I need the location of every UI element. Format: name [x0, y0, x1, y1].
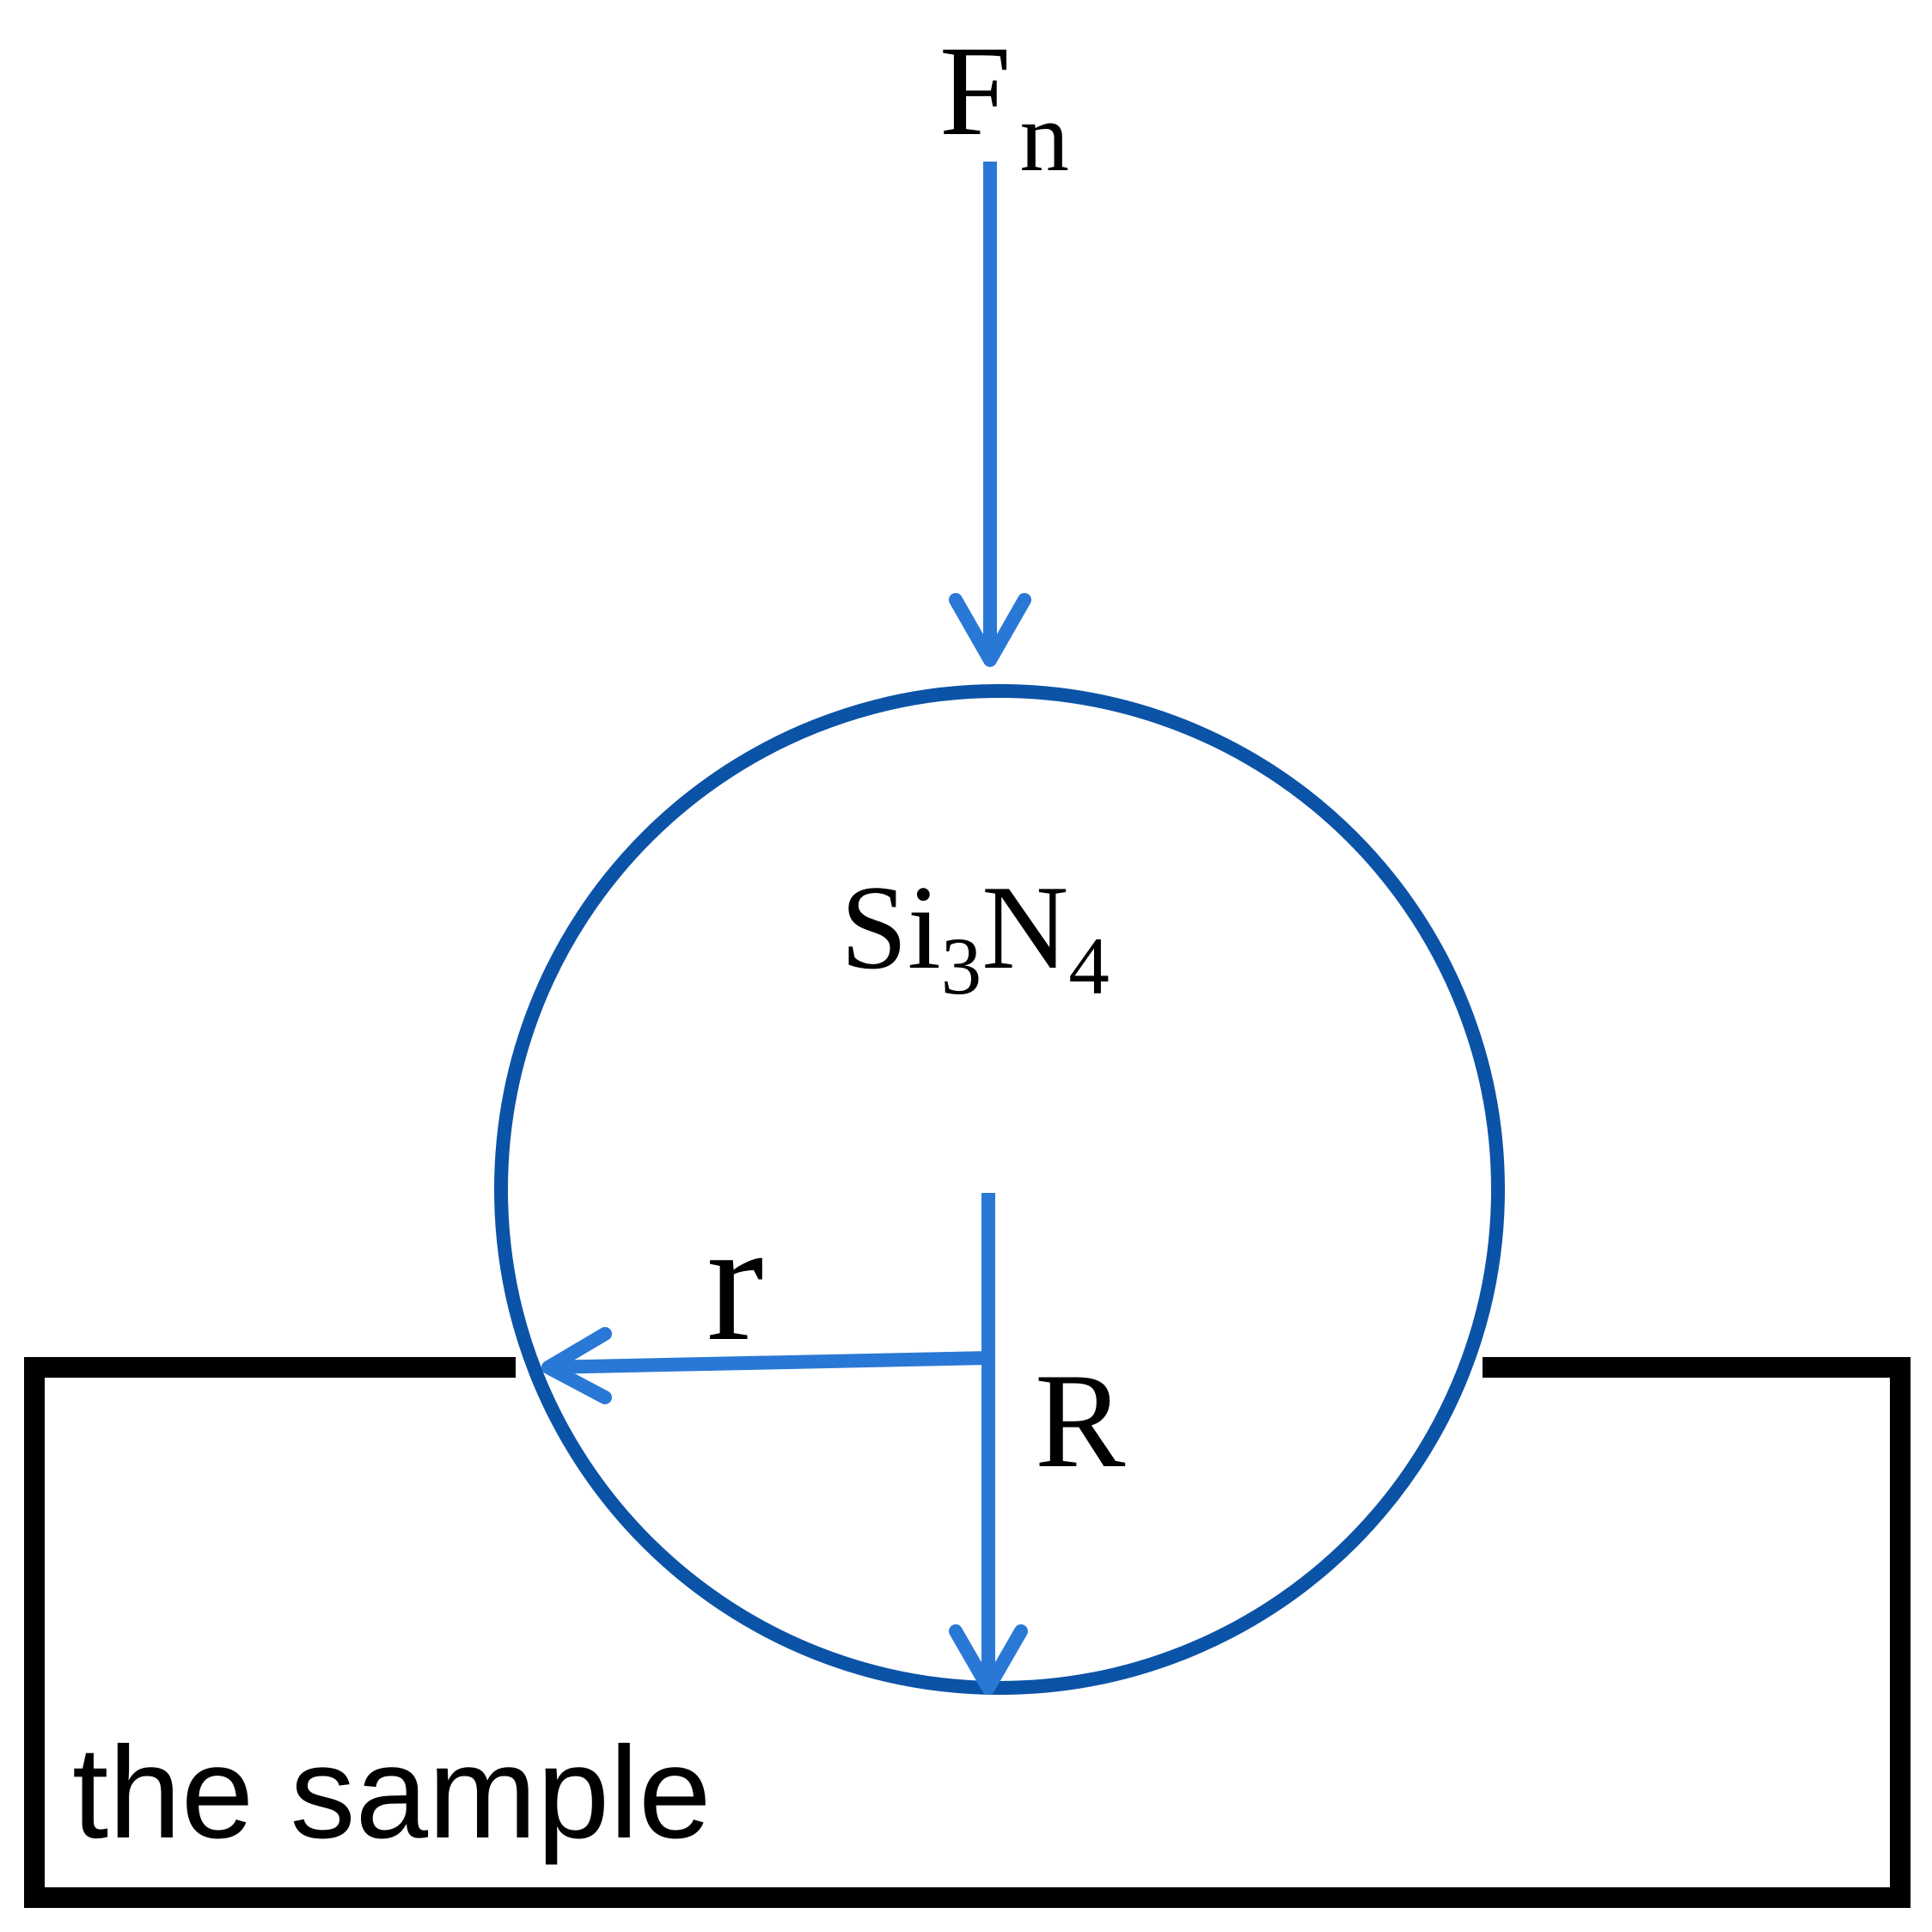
material-label-n: N — [981, 861, 1068, 994]
force-label-main: F — [939, 20, 1011, 162]
sample-label: the sample — [72, 1720, 712, 1866]
ball-radius-arrow — [949, 1193, 1028, 1695]
force-label: Fn — [939, 20, 1069, 192]
normal-force-arrow — [949, 162, 1031, 667]
material-label-n-subscript: 4 — [1068, 920, 1110, 1012]
material-label: Si3N4 — [841, 861, 1110, 1012]
contact-radius-arrow — [541, 1327, 989, 1404]
material-label-si-subscript: 3 — [941, 920, 982, 1012]
sample-block — [24, 1357, 1911, 1908]
si3n4-ball — [494, 684, 1505, 1695]
force-label-subscript: n — [1019, 83, 1069, 192]
material-label-si: Si — [841, 861, 941, 994]
ball-radius-label: R — [1035, 1346, 1126, 1496]
contact-radius-label: r — [706, 1187, 764, 1377]
